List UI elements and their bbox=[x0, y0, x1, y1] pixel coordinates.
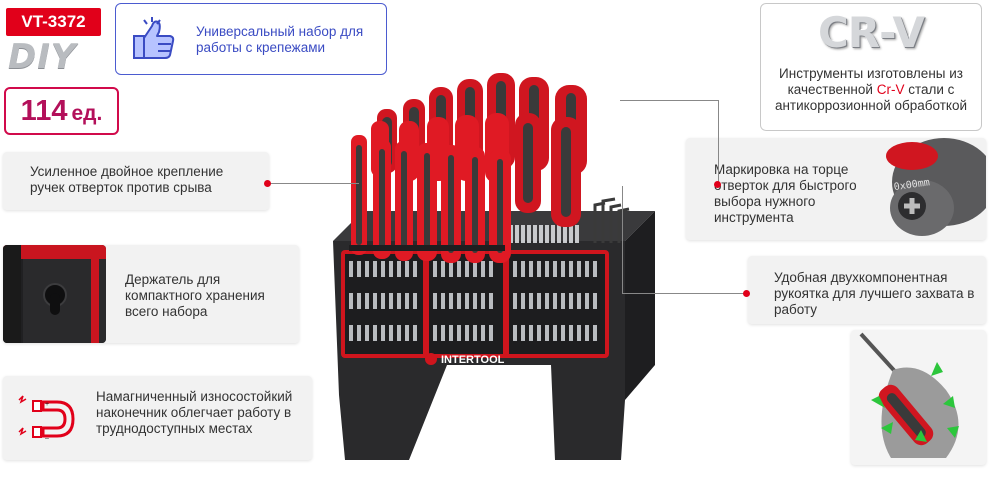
screwdriver-set-image: INTERTOOL bbox=[333, 73, 655, 460]
hand-grip-photo bbox=[851, 330, 986, 465]
holder-photo bbox=[3, 245, 106, 343]
screwdriver-tip-image: 0x00mm bbox=[886, 138, 986, 236]
tip-marking-photo: 0x00mm bbox=[884, 138, 986, 240]
crv-desc-part1: Инструменты изготовлены из качественной bbox=[779, 66, 963, 97]
purpose-label: Универсальный набор для работы с крепежа… bbox=[196, 24, 364, 55]
thumbs-up-icon bbox=[133, 17, 175, 59]
feature-holder-card: Держатель для компактного хранения всего… bbox=[3, 245, 299, 343]
feature-marking-text: Маркировка на торце отверток для быстрог… bbox=[714, 162, 857, 225]
product-code-badge: VT-3372 bbox=[6, 8, 101, 36]
crv-desc-highlight: Cr-V bbox=[876, 82, 905, 97]
feature-marking-card: Маркировка на торце отверток для быстрог… bbox=[686, 138, 986, 240]
feature-handle-card: Удобная двухкомпонентная рукоятка для лу… bbox=[748, 256, 986, 324]
crv-desc-part2: стали с антикоррозионной обработкой bbox=[774, 82, 968, 113]
hand-grip-image bbox=[859, 332, 959, 458]
callout-line-handle-v bbox=[622, 186, 623, 293]
callout-dot-double-fix bbox=[264, 180, 271, 187]
piece-count: 114 bbox=[20, 95, 68, 127]
piece-count-unit: ед. bbox=[71, 102, 103, 125]
purpose-box: Универсальный набор для работы с крепежа… bbox=[115, 3, 387, 75]
crv-description: Инструменты изготовлены из качественной … bbox=[761, 66, 981, 114]
stand-brand-logo: INTERTOOL bbox=[441, 354, 505, 366]
magnet-icon: + – bbox=[18, 395, 75, 442]
series-logo: DIY bbox=[8, 37, 77, 77]
callout-line-marking-v bbox=[718, 100, 719, 184]
svg-text:–: – bbox=[45, 435, 49, 442]
callout-dot-marking bbox=[714, 181, 721, 188]
feature-handle-text: Удобная двухкомпонентная рукоятка для лу… bbox=[774, 270, 975, 317]
feature-magnet-card: + – Намагниченный износостойкий наконечн… bbox=[3, 376, 312, 460]
crv-box: CR-V Инструменты изготовлены из качестве… bbox=[760, 3, 982, 131]
callout-line-handle-h bbox=[622, 293, 746, 294]
feature-holder-text: Держатель для компактного хранения всего… bbox=[125, 272, 265, 319]
callout-line-double-fix bbox=[269, 183, 359, 184]
callout-line-marking-h bbox=[620, 100, 718, 101]
holder-hang-slot-image bbox=[3, 245, 106, 343]
feature-double-fix-text: Усиленное двойное крепление ручек отверт… bbox=[30, 164, 224, 195]
svg-text:+: + bbox=[45, 401, 49, 408]
feature-double-fix-card: Усиленное двойное крепление ручек отверт… bbox=[3, 152, 269, 210]
feature-magnet-text: Намагниченный износостойкий наконечник о… bbox=[96, 389, 293, 436]
crv-title: CR-V bbox=[817, 8, 925, 57]
tip-marking-text: 0x00mm bbox=[893, 177, 930, 193]
callout-dot-handle bbox=[743, 290, 750, 297]
